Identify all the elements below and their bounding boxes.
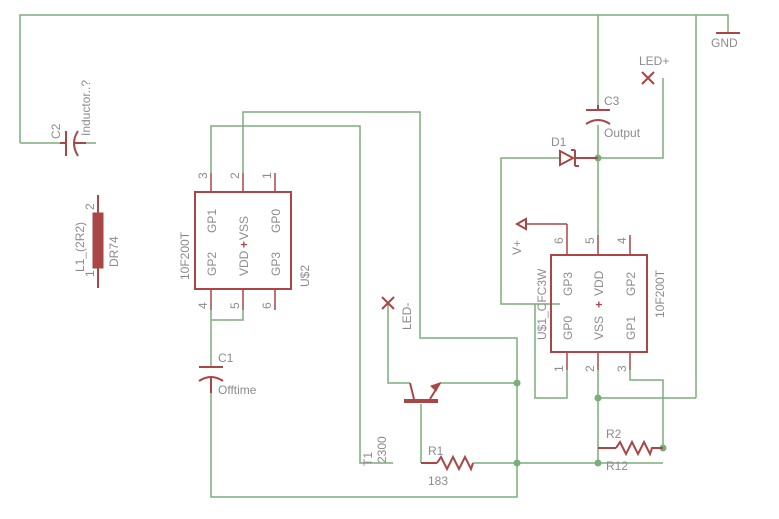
u1-pinlabel-vdd: VDD bbox=[592, 270, 606, 296]
u2-pinlabel-plus: + bbox=[237, 241, 251, 248]
wire-u1-pin1 bbox=[534, 304, 568, 399]
led-minus-x bbox=[381, 296, 395, 310]
wires bbox=[19, 14, 729, 498]
wire-led-minus bbox=[387, 303, 410, 384]
l1-pin1: 1 bbox=[83, 270, 97, 277]
c3-value: Output bbox=[604, 126, 641, 140]
u2-name: U$2 bbox=[298, 265, 312, 287]
u1-pinlabel-gp0: GP0 bbox=[561, 316, 575, 340]
u2-pinlabel-vdd: VDD bbox=[237, 250, 251, 276]
u2-pinlabel-gp3: GP3 bbox=[269, 252, 283, 276]
u2-pinnum-1: 1 bbox=[260, 172, 274, 179]
l1-value: DR74 bbox=[107, 236, 121, 267]
c1-name: C1 bbox=[218, 351, 234, 365]
led-plus-terminal[interactable]: LED+ bbox=[639, 54, 669, 85]
c2-value: Inductor..? bbox=[79, 80, 93, 136]
junction bbox=[594, 394, 602, 402]
diode-d1[interactable]: D1 bbox=[551, 135, 598, 167]
resistor-r2[interactable]: R2 R12 bbox=[598, 427, 663, 473]
r2-body bbox=[615, 439, 663, 457]
u1-pinnum-4: 4 bbox=[615, 237, 629, 244]
capacitor-c2[interactable]: C2 Inductor..? bbox=[49, 80, 93, 157]
wire-gnd-top bbox=[19, 14, 729, 143]
transistor-t1[interactable]: T1 2300 bbox=[361, 382, 441, 466]
ic-u1[interactable]: 6 5 4 1 2 3 GP3 VDD + VSS GP2 GP0 GP1 U$… bbox=[535, 235, 667, 372]
vplus-supply[interactable]: V+ bbox=[510, 217, 568, 255]
r1-body bbox=[436, 454, 474, 472]
wire-u2-pin5 bbox=[211, 310, 244, 321]
u1-value: 10F200T bbox=[653, 269, 667, 318]
u2-pinlabel-gp0: GP0 bbox=[269, 209, 283, 233]
wire-u2-pin3 bbox=[210, 125, 393, 464]
led-minus-label: LED- bbox=[400, 303, 414, 330]
vplus-label: V+ bbox=[510, 240, 524, 255]
t1-arrow bbox=[430, 382, 441, 392]
u1-name: U$1_CFC3W bbox=[535, 268, 549, 340]
u2-pinnum-3: 3 bbox=[196, 172, 210, 179]
r2-value: R12 bbox=[606, 459, 628, 473]
led-plus-label: LED+ bbox=[639, 54, 669, 68]
resistor-r1[interactable]: R1 183 bbox=[421, 444, 474, 488]
d1-triangle bbox=[559, 149, 576, 167]
l1-name: L1_(2R2) bbox=[73, 222, 87, 272]
led-minus-terminal[interactable]: LED- bbox=[381, 296, 414, 330]
u2-pinlabel-vss: VSS bbox=[237, 216, 251, 240]
u1-body bbox=[550, 254, 648, 353]
t1-name: T1 bbox=[361, 452, 375, 466]
ic-u2[interactable]: 3 2 1 4 5 6 GP1 VDD + VSS GP0 GP2 GP3 10… bbox=[178, 172, 312, 310]
wire-d1-left bbox=[500, 157, 560, 305]
l1-body bbox=[92, 212, 104, 269]
c1-value: Offtime bbox=[218, 383, 257, 397]
t1-collector bbox=[409, 382, 415, 400]
u1-pinnum-5: 5 bbox=[583, 237, 597, 244]
junction bbox=[513, 379, 521, 387]
u2-pinnum-2: 2 bbox=[228, 172, 242, 179]
u2-pinnum-5: 5 bbox=[228, 302, 242, 309]
u2-pinnum-6: 6 bbox=[260, 302, 274, 309]
u1-pinlabel-vss: VSS bbox=[592, 316, 606, 340]
u1-pinnum-6: 6 bbox=[552, 237, 566, 244]
r1-value: 183 bbox=[428, 474, 448, 488]
u2-pinlabel-gp1: GP1 bbox=[205, 209, 219, 233]
led-plus-x bbox=[641, 71, 655, 85]
r1-name: R1 bbox=[428, 444, 444, 458]
u2-pinnum-4: 4 bbox=[196, 302, 210, 309]
r2-name: R2 bbox=[606, 427, 622, 441]
junction bbox=[594, 459, 602, 467]
capacitor-c3[interactable]: C3 Output bbox=[585, 94, 641, 140]
u1-pinnum-1: 1 bbox=[552, 365, 566, 372]
c2-name: C2 bbox=[49, 123, 63, 139]
gnd-symbol[interactable]: GND bbox=[711, 32, 740, 50]
gnd-label: GND bbox=[711, 36, 738, 50]
u1-pinnum-2: 2 bbox=[583, 365, 597, 372]
capacitor-c1[interactable]: C1 Offtime bbox=[198, 351, 257, 397]
inductor-l1[interactable]: L1_(2R2) DR74 2 1 bbox=[73, 195, 121, 288]
u1-pinnum-3: 3 bbox=[615, 365, 629, 372]
u1-pinlabel-gp3: GP3 bbox=[561, 272, 575, 296]
u1-pinlabel-gp2: GP2 bbox=[624, 272, 638, 296]
d1-name: D1 bbox=[551, 135, 567, 149]
vplus-arrow bbox=[514, 217, 527, 231]
u1-pinlabel-gp1: GP1 bbox=[624, 316, 638, 340]
t1-value: 2300 bbox=[375, 436, 389, 463]
junction bbox=[513, 459, 521, 467]
c3-name: C3 bbox=[604, 94, 620, 108]
u1-pinlabel-plus: + bbox=[592, 301, 606, 308]
c3-plate-curved bbox=[585, 119, 611, 125]
wire-u2-pin2 bbox=[210, 111, 518, 498]
l1-pin2: 2 bbox=[83, 203, 97, 210]
u2-value: 10F200T bbox=[178, 231, 192, 280]
wire-led-plus bbox=[598, 78, 664, 159]
u2-pinlabel-gp2: GP2 bbox=[205, 252, 219, 276]
wire-u1-pin3-r2 bbox=[629, 370, 664, 448]
